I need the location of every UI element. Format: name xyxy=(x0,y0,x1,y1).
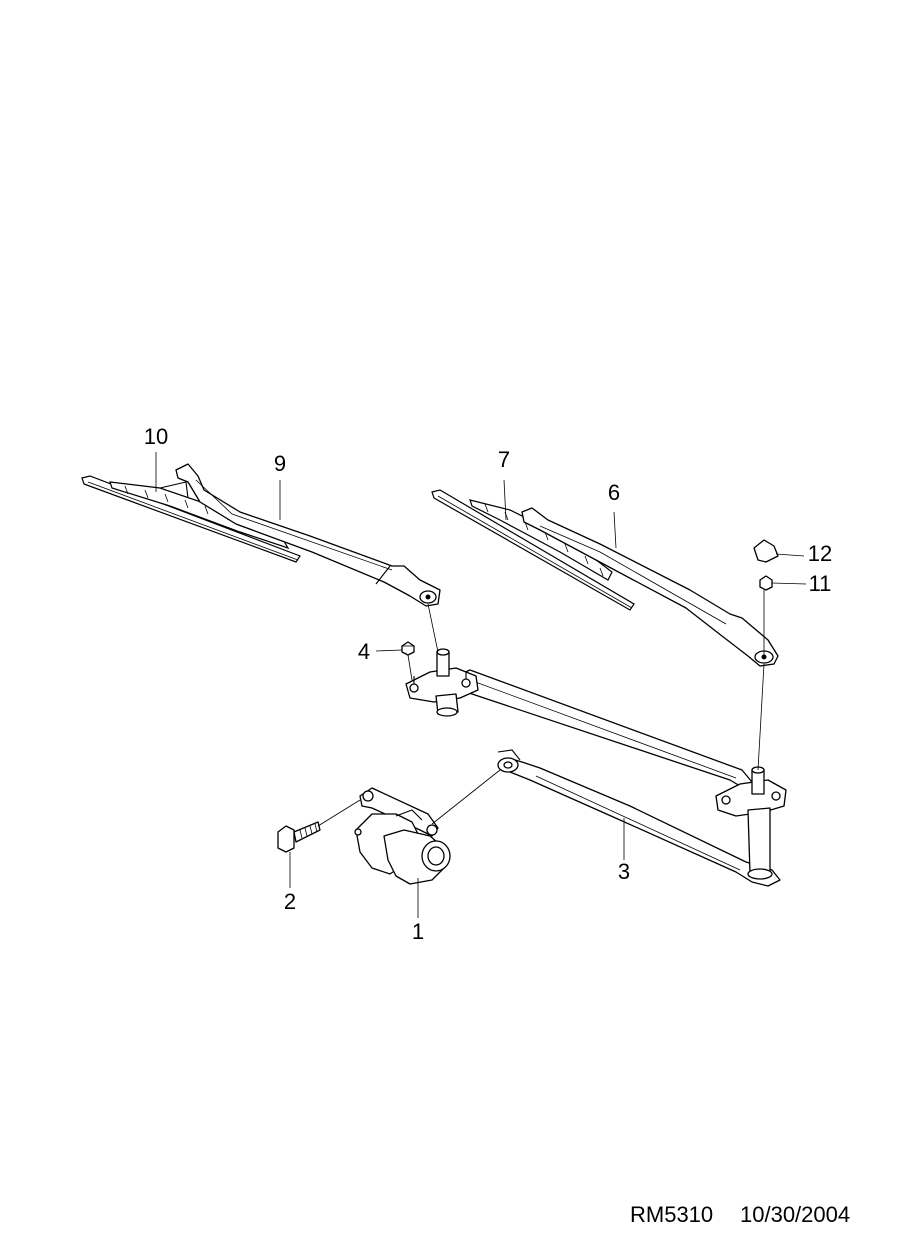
drawing-date: 10/30/2004 xyxy=(740,1202,850,1227)
assembly-guide-lines xyxy=(317,590,765,827)
drawing-code: RM5310 xyxy=(630,1202,713,1227)
pivot-cap xyxy=(753,539,779,563)
callout-9: 9 xyxy=(274,451,286,476)
right-pivot-nut xyxy=(759,575,773,591)
linkage-rod xyxy=(497,749,781,887)
callout-12: 12 xyxy=(808,541,832,566)
left-pivot-housing xyxy=(405,648,479,717)
callout-6: 6 xyxy=(608,480,620,505)
right-wiper-arm xyxy=(521,507,779,667)
wiper-motor xyxy=(354,787,451,885)
callout-7: 7 xyxy=(498,447,510,472)
callout-4: 4 xyxy=(358,639,370,664)
left-pivot-nut xyxy=(401,641,415,656)
right-pivot-housing xyxy=(715,766,787,880)
left-wiper-blade xyxy=(81,475,301,563)
right-wiper-blade xyxy=(431,489,635,611)
callout-3: 3 xyxy=(618,859,630,884)
motor-bolt xyxy=(277,821,321,853)
callout-10: 10 xyxy=(144,424,168,449)
left-wiper-arm xyxy=(175,463,441,607)
callout-1: 1 xyxy=(412,919,424,944)
callout-leaders xyxy=(155,452,807,918)
callout-11: 11 xyxy=(809,571,832,596)
callout-2: 2 xyxy=(284,889,296,914)
